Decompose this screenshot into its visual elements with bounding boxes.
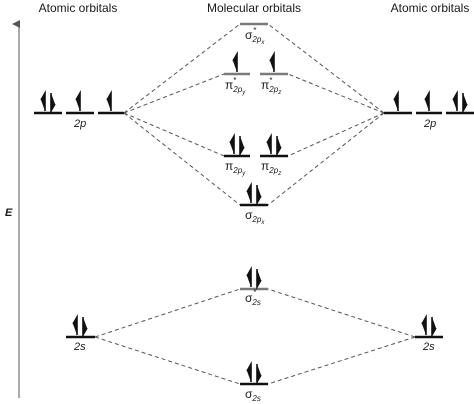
electron-spin-up bbox=[452, 89, 458, 111]
energy-axis-label: E bbox=[5, 207, 13, 219]
mo-label-pi2pz: π2pz bbox=[261, 159, 281, 177]
electron-spin-up bbox=[266, 132, 272, 154]
electron-spin-up bbox=[40, 89, 46, 111]
electron-spin-down bbox=[256, 185, 262, 207]
electron-spin-up bbox=[269, 50, 275, 72]
electron-spin-down bbox=[276, 136, 282, 158]
right-2s-electrons bbox=[421, 313, 437, 339]
electron-spin-up bbox=[229, 132, 235, 154]
header-left-atomic: Atomic orbitals bbox=[39, 1, 118, 15]
mo-label-sigma2px-star: σ2px* bbox=[245, 26, 265, 46]
mo-label-pi2py-star: π2py* bbox=[225, 76, 246, 96]
right-2s-label: 2s bbox=[422, 341, 435, 353]
electron-spin-up bbox=[246, 360, 252, 382]
electron-spin-down bbox=[462, 93, 468, 115]
electron-spin-down bbox=[256, 364, 262, 386]
mo-electrons bbox=[229, 50, 282, 386]
electron-spin-up bbox=[424, 89, 430, 111]
electron-spin-up bbox=[75, 89, 81, 111]
electron-spin-down bbox=[239, 136, 245, 158]
left-2s-electrons bbox=[72, 313, 88, 339]
mo-label-pi2py: π2py bbox=[225, 159, 246, 177]
electron-spin-up bbox=[246, 265, 252, 287]
right-2p-electrons bbox=[393, 89, 468, 115]
left-2p-electrons bbox=[40, 89, 112, 115]
left-2p-levels bbox=[34, 89, 124, 115]
mo-label-sigma2s-star: σ2s* bbox=[245, 288, 261, 307]
electron-spin-up bbox=[106, 89, 112, 111]
right-2p-levels bbox=[384, 89, 474, 115]
correlation-lines bbox=[94, 23, 416, 385]
electron-spin-up bbox=[72, 313, 78, 335]
electron-spin-down bbox=[82, 317, 88, 339]
electron-spin-down bbox=[50, 93, 56, 115]
header-right-atomic: Atomic orbitals bbox=[391, 1, 470, 15]
electron-spin-up bbox=[421, 313, 427, 335]
electron-spin-up bbox=[232, 50, 238, 72]
right-2p-label: 2p bbox=[423, 118, 436, 130]
header-molecular: Molecular orbitals bbox=[207, 1, 301, 15]
mo-label-sigma2px: σ2px bbox=[245, 208, 265, 226]
electron-spin-down bbox=[431, 317, 437, 339]
left-2s-label: 2s bbox=[73, 341, 86, 353]
electron-spin-up bbox=[246, 181, 252, 203]
mo-label-pi2pz-star: π2pz* bbox=[261, 76, 281, 96]
electron-spin-up bbox=[393, 89, 399, 111]
left-2p-label: 2p bbox=[73, 118, 86, 130]
mo-label-sigma2s: σ2s bbox=[245, 387, 261, 403]
electron-spin-down bbox=[256, 269, 262, 291]
